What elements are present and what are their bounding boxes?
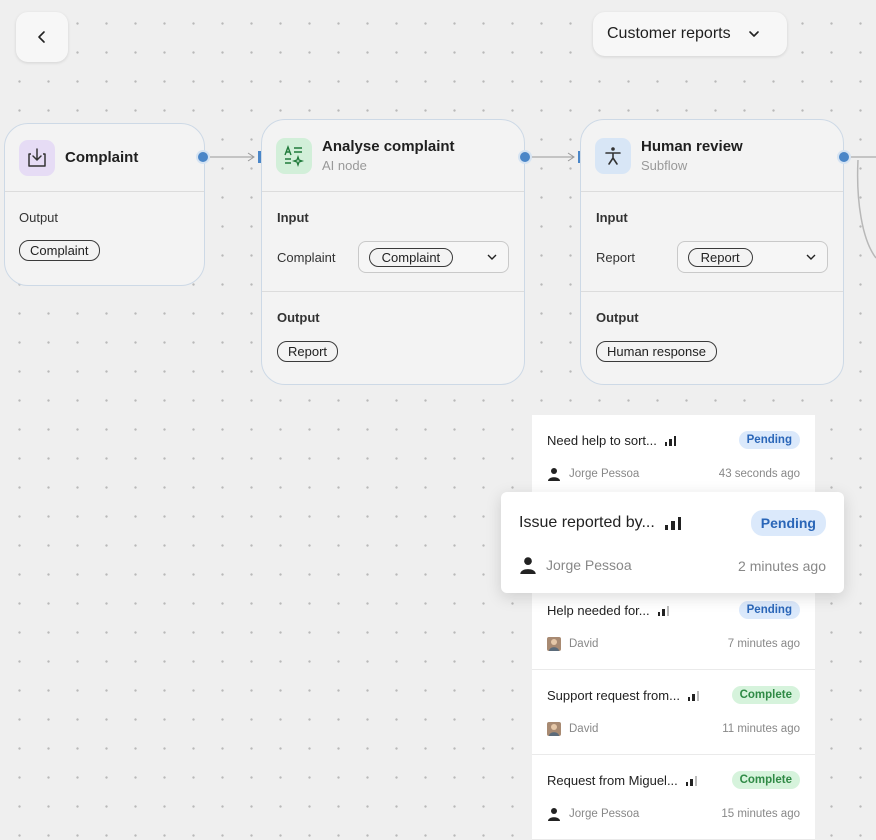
signal-icon [664, 435, 677, 446]
output-label: Output [596, 310, 639, 325]
output-label: Output [19, 210, 59, 225]
user-avatar-icon [520, 557, 536, 574]
node-title: Complaint [65, 149, 139, 166]
task-time: 15 minutes ago [721, 808, 800, 820]
user-avatar-icon [548, 468, 560, 481]
user-avatar-icon [548, 808, 560, 821]
input-value-pill: Report [687, 247, 753, 267]
workflow-selector[interactable]: Customer reports [593, 12, 787, 56]
input-label: Input [277, 210, 309, 225]
input-label: Input [596, 210, 628, 225]
user-avatar-icon [547, 637, 561, 651]
node-title: Human review [641, 138, 743, 155]
task-list: Need help to sort... Pending Jorge Pesso… [532, 415, 815, 840]
node-title: Analyse complaint [322, 138, 455, 155]
task-user: Jorge Pessoa [546, 557, 632, 573]
workflow-selector-label: Customer reports [607, 25, 731, 42]
signal-icon [657, 605, 670, 616]
status-badge: Pending [750, 510, 826, 536]
chevron-down-icon [486, 251, 498, 263]
inbox-download-icon [19, 139, 55, 176]
input-select[interactable]: Complaint [357, 241, 509, 273]
output-pill: Report [277, 341, 339, 362]
list-item-hovered[interactable]: Issue reported by... Pending Jorge Pesso… [501, 492, 844, 593]
chevron-left-icon [38, 31, 45, 43]
task-title: Need help to sort... [547, 433, 657, 448]
input-field-label: Complaint [277, 249, 336, 265]
chevron-down-icon [747, 27, 761, 41]
list-item[interactable]: Need help to sort... Pending Jorge Pesso… [532, 415, 815, 500]
node-analyse-complaint[interactable]: Analyse complaint AI node Input Complain… [261, 119, 525, 385]
task-title: Support request from... [547, 688, 680, 703]
output-label: Output [277, 310, 320, 325]
person-icon [595, 137, 631, 174]
user-avatar-icon [547, 722, 561, 736]
task-time: 7 minutes ago [727, 638, 800, 650]
signal-icon [685, 775, 698, 786]
node-header: Human review Subflow [581, 120, 843, 192]
node-subtitle: AI node [322, 158, 367, 173]
task-time: 43 seconds ago [718, 468, 800, 480]
ai-text-sparkle-icon [276, 137, 312, 174]
status-badge: Pending [738, 601, 800, 619]
node-header: Analyse complaint AI node [262, 120, 524, 192]
input-field-label: Report [596, 249, 636, 265]
node-human-review[interactable]: Human review Subflow Input Report Report… [580, 119, 844, 385]
status-badge: Complete [731, 771, 800, 789]
input-value-pill: Complaint [368, 247, 454, 267]
status-badge: Pending [738, 431, 800, 449]
input-select[interactable]: Report [676, 241, 828, 273]
node-complaint[interactable]: Complaint Output Complaint [4, 123, 205, 286]
list-item[interactable]: Help needed for... Pending David 7 minut… [532, 585, 815, 670]
task-user: David [569, 638, 599, 650]
node-subtitle: Subflow [641, 158, 688, 173]
list-item[interactable]: Support request from... Complete David 1… [532, 670, 815, 755]
output-port[interactable] [837, 150, 851, 164]
signal-icon [687, 690, 700, 701]
back-button[interactable] [16, 12, 68, 62]
output-pill: Human response [596, 341, 717, 362]
task-title: Issue reported by... [519, 514, 655, 531]
list-item[interactable]: Request from Miguel... Complete Jorge Pe… [532, 755, 815, 840]
task-user: Jorge Pessoa [569, 468, 640, 480]
chevron-down-icon [805, 251, 817, 263]
task-time: 11 minutes ago [722, 723, 800, 735]
task-title: Request from Miguel... [547, 773, 678, 788]
node-header: Complaint [5, 124, 204, 192]
task-user: Jorge Pessoa [569, 808, 640, 820]
task-user: David [569, 723, 599, 735]
signal-icon [664, 516, 682, 530]
status-badge: Complete [731, 686, 800, 704]
task-time: 2 minutes ago [738, 558, 826, 574]
task-title: Help needed for... [547, 603, 650, 618]
output-port[interactable] [518, 150, 532, 164]
output-pill: Complaint [19, 240, 100, 261]
output-port[interactable] [196, 150, 210, 164]
